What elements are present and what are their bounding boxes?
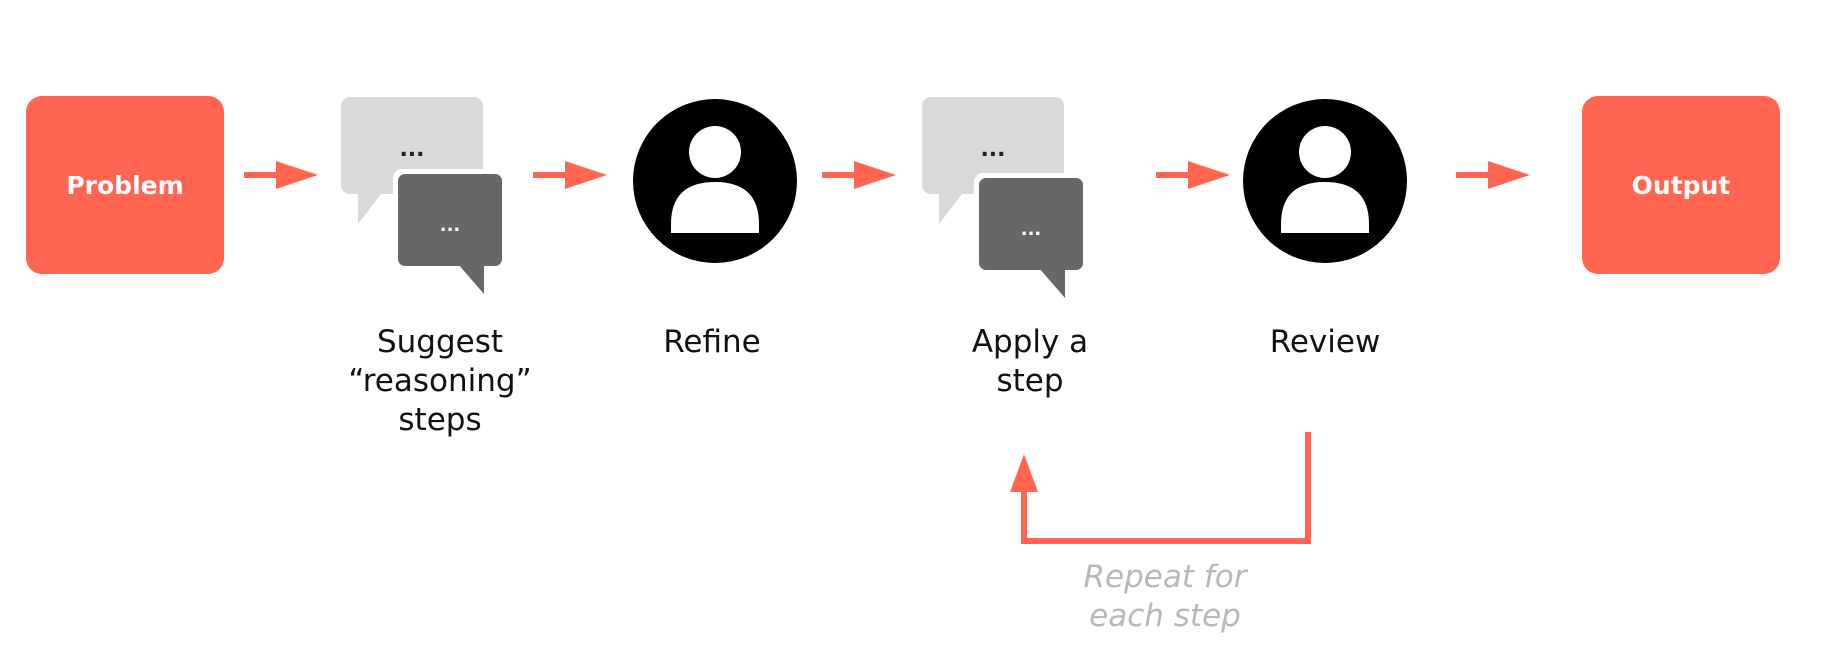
loop-note-line-1: Repeat for <box>1083 559 1247 595</box>
arrow-suggest-to-refine <box>533 161 607 189</box>
suggest-front-bubble-text: ... <box>440 215 461 236</box>
suggest-label-line-3: steps <box>398 402 482 438</box>
output-box: Output <box>1582 96 1780 274</box>
suggest-label-line-1: Suggest <box>376 324 504 360</box>
problem-box: Problem <box>26 96 224 274</box>
refine-label-text: Refine <box>663 324 761 360</box>
arrow-review-to-output <box>1456 161 1530 189</box>
speech-bubbles-icon: ... ... <box>341 97 507 294</box>
arrow-refine-to-apply <box>822 161 896 189</box>
apply-front-bubble-text: ... <box>1021 219 1042 240</box>
apply-back-bubble-text: ... <box>980 137 1005 162</box>
apply-label: Apply a step <box>972 323 1088 401</box>
review-label: Review <box>1270 323 1381 362</box>
person-icon <box>1243 99 1407 263</box>
suggest-label-line-2: “reasoning” <box>348 363 532 399</box>
speech-bubbles-icon: ... ... <box>922 97 1088 298</box>
apply-label-line-2: step <box>996 363 1064 399</box>
refine-label: Refine <box>663 323 760 362</box>
arrow-problem-to-suggest <box>244 161 318 189</box>
problem-label: Problem <box>66 170 184 200</box>
apply-label-line-1: Apply a <box>971 324 1089 360</box>
arrow-apply-to-review <box>1156 161 1230 189</box>
suggest-label: Suggest “reasoning” steps <box>348 323 531 440</box>
person-icon <box>633 99 797 263</box>
output-label: Output <box>1631 170 1731 200</box>
loop-note-line-2: each step <box>1089 598 1241 634</box>
loop-arrow-review-to-apply <box>1010 432 1311 544</box>
review-label-text: Review <box>1269 324 1381 360</box>
suggest-back-bubble-text: ... <box>399 137 424 162</box>
loop-note: Repeat for each step <box>1084 558 1247 636</box>
